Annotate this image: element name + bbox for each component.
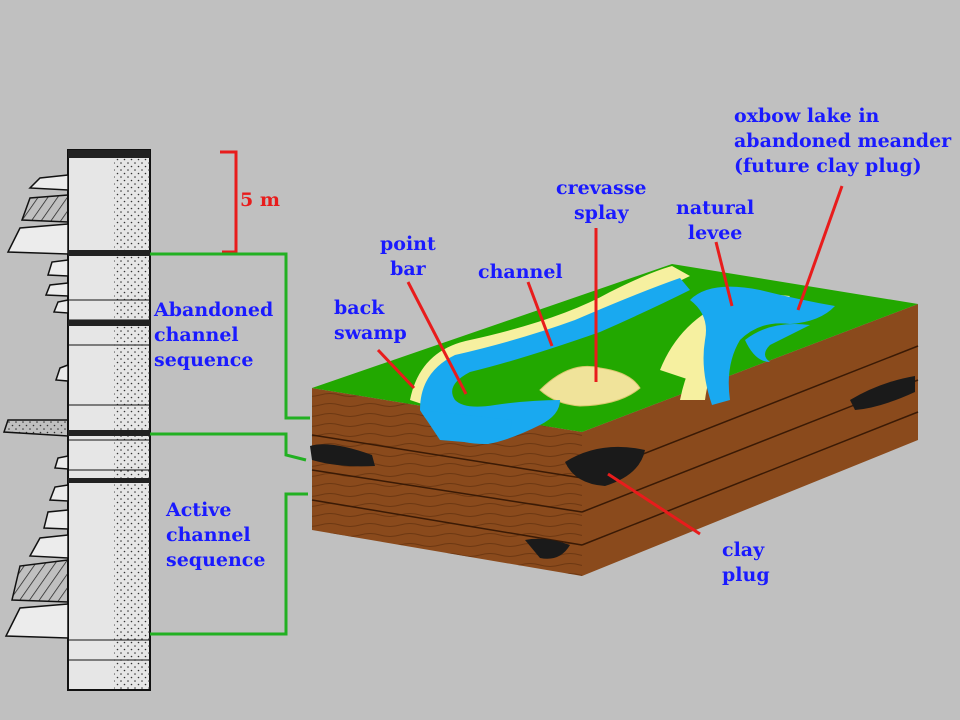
label-line: swamp bbox=[334, 322, 407, 344]
label-line: channel bbox=[166, 524, 251, 546]
back-swamp-label: back swamp bbox=[334, 296, 407, 346]
label-line: natural bbox=[676, 197, 755, 219]
label-line: channel bbox=[478, 261, 563, 283]
label-line: sequence bbox=[166, 549, 266, 571]
label-line: plug bbox=[722, 564, 770, 586]
label-line: abandoned meander bbox=[734, 130, 952, 152]
sequence-brackets bbox=[150, 252, 310, 636]
channel-label: channel bbox=[478, 260, 563, 285]
channel-water bbox=[420, 278, 690, 445]
pointer-lines bbox=[376, 185, 844, 536]
label-line: (future clay plug) bbox=[734, 155, 922, 177]
abandoned-channel-sequence-label: Abandoned channel sequence bbox=[154, 298, 273, 373]
label-line: sequence bbox=[154, 349, 254, 371]
crevasse-splay-label: crevasse splay bbox=[556, 176, 647, 226]
label-line: clay bbox=[722, 539, 765, 561]
label-line: splay bbox=[573, 202, 629, 224]
label-line: Abandoned bbox=[154, 299, 274, 321]
label-line: levee bbox=[687, 222, 743, 244]
pointer-natural-levee bbox=[714, 241, 734, 307]
label-line: channel bbox=[154, 324, 239, 346]
scale-bracket bbox=[220, 150, 238, 254]
pointer-point-bar bbox=[406, 281, 468, 395]
label-line: crevasse bbox=[556, 177, 647, 199]
pointer-clay-plug bbox=[607, 472, 701, 536]
pointer-oxbow-lake bbox=[796, 185, 844, 311]
label-line: oxbow lake in bbox=[734, 105, 880, 127]
natural-levee-deposit bbox=[660, 294, 790, 380]
point-bar-label: point bar bbox=[380, 232, 436, 282]
pointer-back-swamp bbox=[376, 348, 416, 390]
natural-levee-label: natural levee bbox=[676, 196, 754, 246]
block-right-face bbox=[582, 304, 918, 576]
label-line: point bbox=[380, 233, 436, 255]
active-channel-sequence-label: Active channel sequence bbox=[166, 498, 265, 573]
label-line: Active bbox=[166, 499, 232, 521]
oxbow-lake bbox=[745, 324, 810, 362]
stratigraphic-column bbox=[2, 149, 151, 691]
scale-label: 5 m bbox=[240, 189, 280, 211]
oxbow-lake-label: oxbow lake in abandoned meander (future … bbox=[734, 104, 951, 179]
clay-plug-lenses bbox=[310, 376, 915, 559]
crevasse-splay-deposit bbox=[539, 365, 641, 407]
label-line: back bbox=[334, 297, 385, 319]
clay-plug-label: clay plug bbox=[722, 538, 770, 588]
pointer-channel bbox=[526, 281, 554, 347]
label-line: bar bbox=[390, 258, 426, 280]
